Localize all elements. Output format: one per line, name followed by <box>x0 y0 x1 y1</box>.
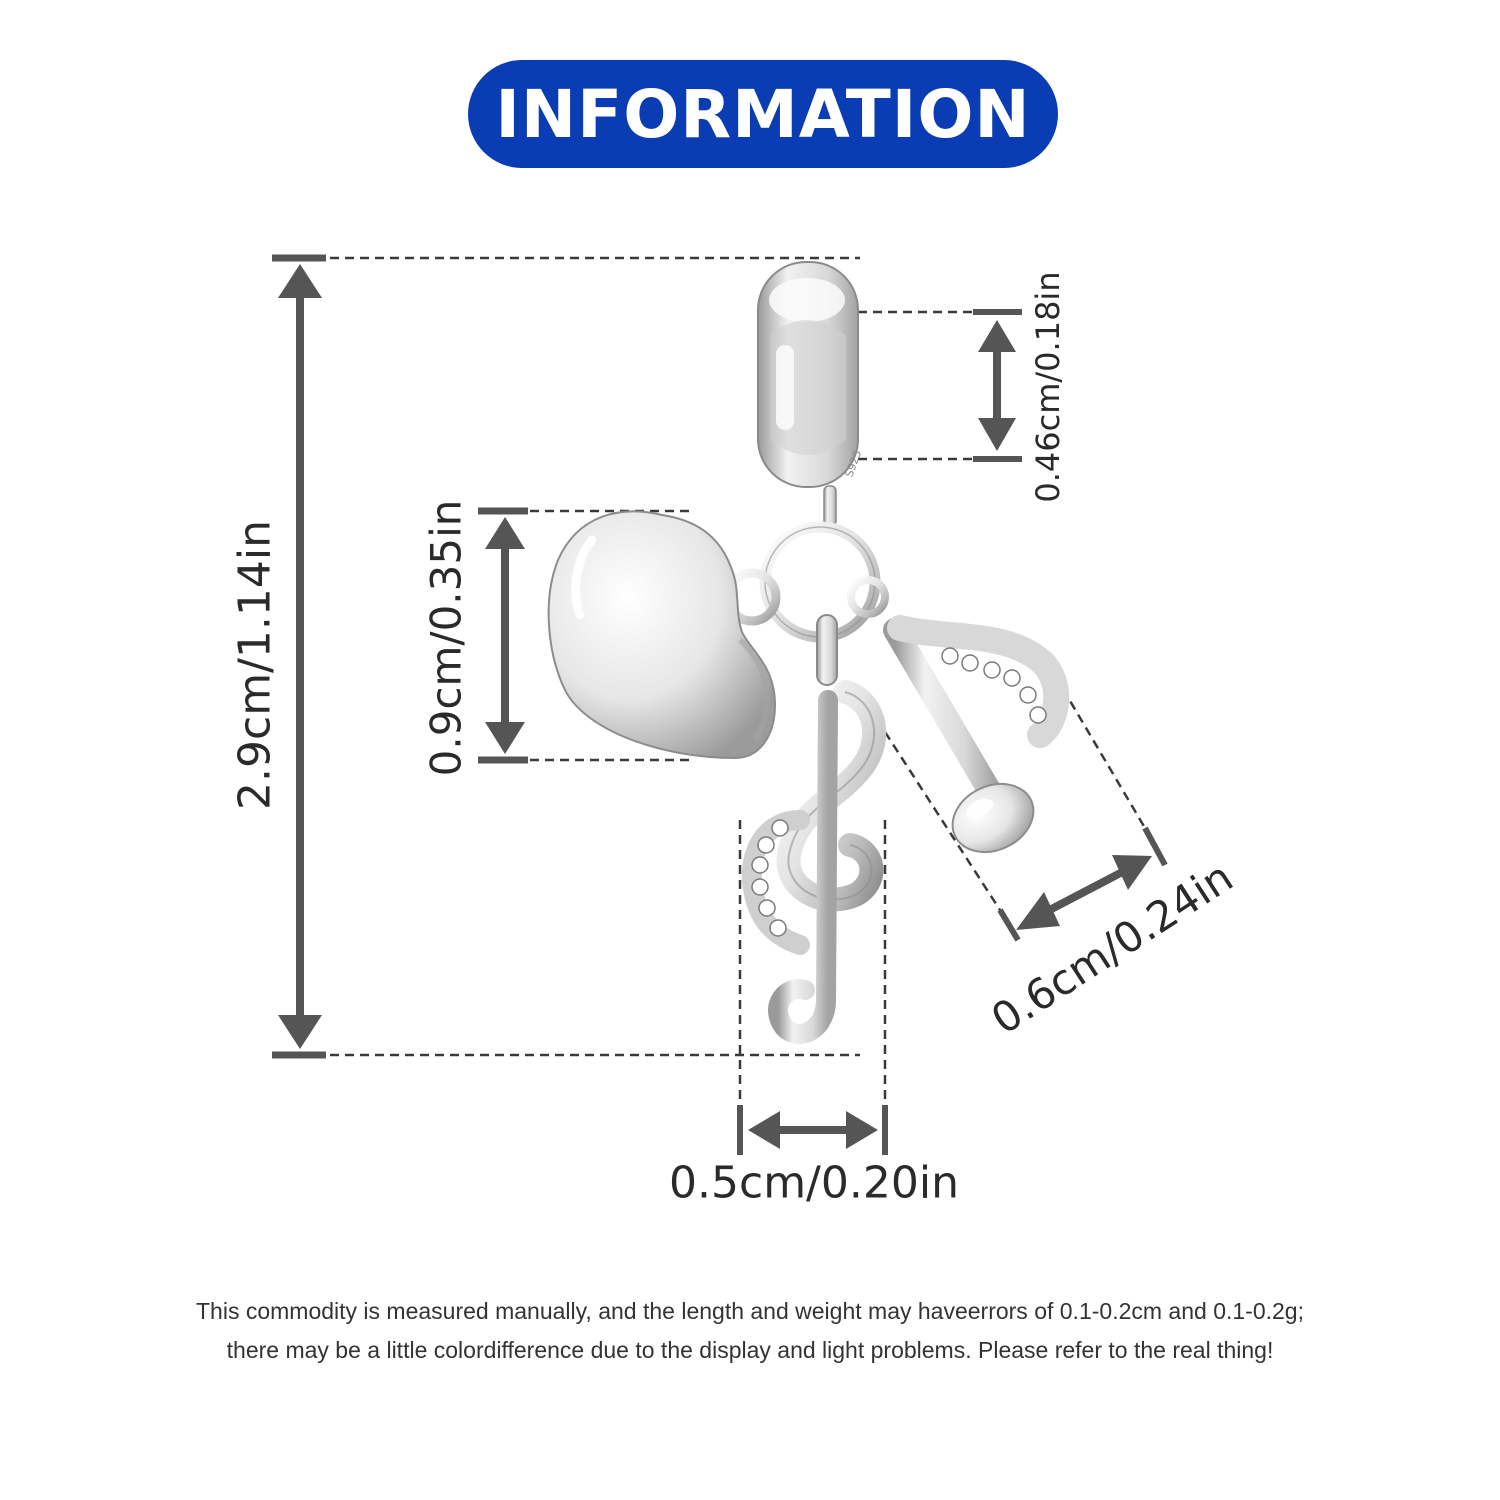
disclaimer-line-1: This commodity is measured manually, and… <box>196 1298 1304 1324</box>
disclaimer-line-2: there may be a little colordifference du… <box>226 1337 1274 1363</box>
bail-bead: S925 <box>757 261 864 488</box>
banner-title: INFORMATION <box>495 75 1031 153</box>
clef-stones <box>751 819 789 937</box>
information-banner: INFORMATION <box>468 60 1058 168</box>
heart-height-label: 0.9cm/0.35in <box>421 499 471 777</box>
note-ring <box>847 576 889 618</box>
note-stones <box>941 647 1047 724</box>
clef-width-arrow <box>737 1105 888 1155</box>
clef-connector <box>816 614 838 686</box>
bail-hole-arrow <box>973 309 1022 462</box>
heart-charm <box>547 510 777 760</box>
charm: S925 <box>547 261 1070 1044</box>
treble-clef-charm <box>741 680 887 1044</box>
bail-hole-label: 0.46cm/0.18in <box>1029 271 1067 503</box>
bail-connector <box>823 485 837 527</box>
music-note-charm <box>883 615 1070 854</box>
note-width-arrow <box>997 826 1168 942</box>
heart-height-arrow <box>478 507 528 764</box>
total-height-label: 2.9cm/1.14in <box>229 520 281 810</box>
clef-width-label: 0.5cm/0.20in <box>669 1157 959 1209</box>
total-height-arrow <box>272 254 326 1059</box>
